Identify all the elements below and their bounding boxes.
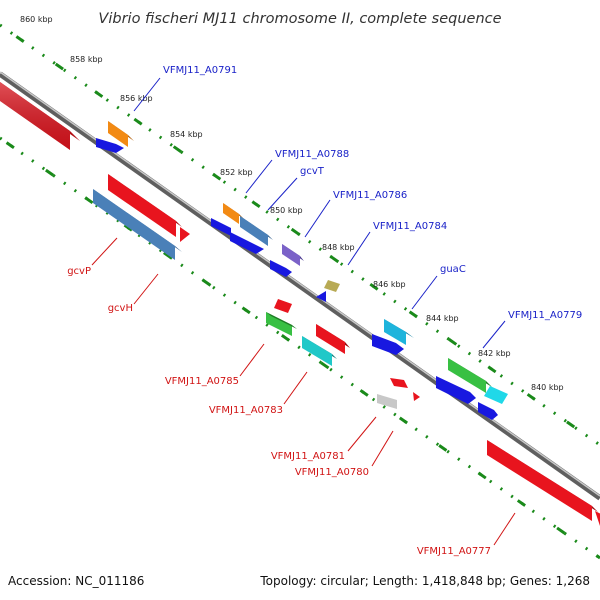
topology-summary: Topology: circular; Length: 1,418,848 bp… xyxy=(259,574,590,588)
gene-VFMJ11_A0781 xyxy=(377,378,408,409)
gene-label: VFMJ11_A0783 xyxy=(209,405,283,416)
gene-VFMJ11_A0779 xyxy=(436,358,508,420)
gene-label: VFMJ11_A0781 xyxy=(271,451,345,462)
gene-features xyxy=(0,82,600,526)
tick-label: 860 kbp xyxy=(20,15,53,24)
gene-label: guaC xyxy=(440,264,466,275)
tick-label: 840 kbp xyxy=(531,383,564,392)
reverse-labels: gcvP gcvH VFMJ11_A0785 VFMJ11_A0783 VFMJ… xyxy=(67,266,491,557)
gene-label: gcvH xyxy=(108,303,133,314)
tick-label: 858 kbp xyxy=(70,55,103,64)
gene-label: gcvP xyxy=(67,266,91,277)
gene-label: VFMJ11_A0785 xyxy=(165,376,239,387)
gene-VFMJ11_A0777 xyxy=(487,440,600,526)
gene-VFMJ11_A0788 xyxy=(223,203,244,224)
reverse-label-leaders xyxy=(91,237,516,546)
gene-label: VFMJ11_A0784 xyxy=(373,221,447,232)
tick-labels: 860 kbp 858 kbp 856 kbp 854 kbp 852 kbp … xyxy=(20,15,564,392)
tick-label: 856 kbp xyxy=(120,94,153,103)
accession-text: Accession: NC_011186 xyxy=(8,574,144,588)
map-title: Vibrio fischeri MJ11 chromosome II, comp… xyxy=(98,11,501,27)
tick-label: 850 kbp xyxy=(270,206,303,215)
gene-gcvP xyxy=(108,174,190,242)
gene-gcvH xyxy=(93,189,182,260)
gene-VFMJ11_A0786 xyxy=(270,244,304,277)
cds-arrow xyxy=(230,232,264,254)
gene-gcvT xyxy=(240,216,273,246)
tick-label: 842 kbp xyxy=(478,349,511,358)
chromosome-backbone xyxy=(0,71,600,501)
forward-label-leaders xyxy=(133,77,506,349)
gene-VFMJ11_A0785 xyxy=(266,299,297,336)
gene-label: VFMJ11_A0791 xyxy=(163,65,237,76)
tick-label: 848 kbp xyxy=(322,243,355,252)
gene-label: VFMJ11_A0786 xyxy=(333,190,407,201)
gene-label: VFMJ11_A0788 xyxy=(275,149,349,160)
tick-label: 846 kbp xyxy=(373,280,406,289)
gene-label: VFMJ11_A0779 xyxy=(508,310,582,321)
gene-label: VFMJ11_A0777 xyxy=(417,546,491,557)
gene-label: VFMJ11_A0780 xyxy=(295,467,369,478)
tick-label: 852 kbp xyxy=(220,168,253,177)
gene-guaC xyxy=(372,319,414,355)
gene-VFMJ11_A0783 xyxy=(302,324,350,366)
tick-label: 844 kbp xyxy=(426,314,459,323)
gc-track-outer xyxy=(0,23,600,447)
gc-track-inner xyxy=(0,136,600,560)
gene-label: gcvT xyxy=(300,166,325,177)
gene-feature xyxy=(0,82,80,150)
tick-label: 854 kbp xyxy=(170,130,203,139)
gene-VFMJ11_A0784 xyxy=(316,280,340,302)
forward-labels: VFMJ11_A0791 VFMJ11_A0788 gcvT VFMJ11_A0… xyxy=(163,65,582,321)
gene-VFMJ11_A0791 xyxy=(96,121,134,153)
gene-VFMJ11_A0780 xyxy=(413,392,420,401)
cds-arrow xyxy=(211,218,231,236)
